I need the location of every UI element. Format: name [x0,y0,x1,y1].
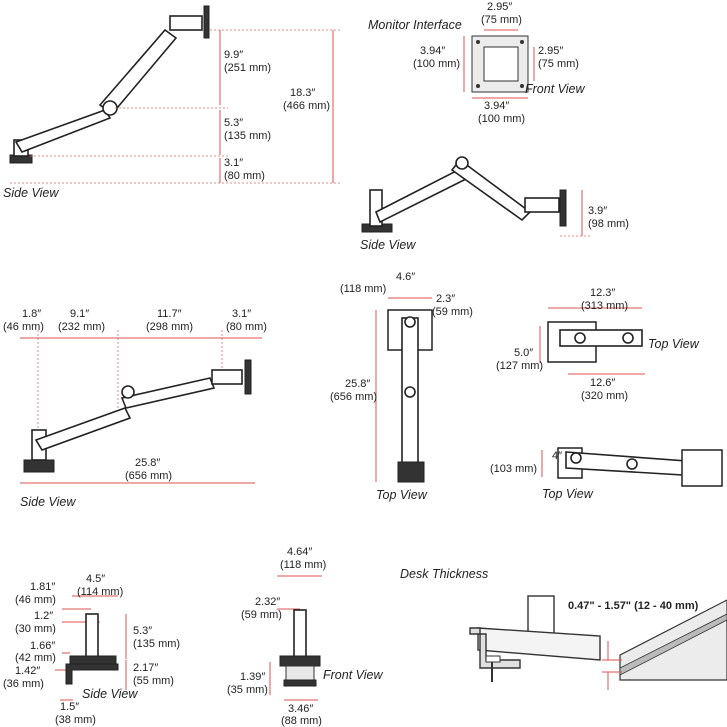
bf-half: 2.32″ [255,596,280,608]
t2-w2-mm: (320 mm) [581,390,628,402]
t2-w-mm: (313 mm) [581,300,628,312]
t3-h-mm: (103 mm) [490,463,537,475]
top-view-2 [539,307,645,375]
side-view-2 [361,156,590,237]
bs-c-mm: (42 mm) [15,652,56,664]
monitor-plate [463,29,535,99]
s3-d1-mm: (46 mm) [3,321,44,333]
bs-h: 5.3″ [133,625,152,637]
top-view-1 [375,297,433,483]
bs-c: 1.66″ [30,640,55,652]
front-view-label-1: Front View [525,82,585,96]
base-side-label: Side View [82,687,138,701]
t2-w: 12.3″ [590,287,615,299]
top3-label: Top View [542,487,594,501]
side1-mid-mm: (135 mm) [224,130,271,142]
mon-right-mm: (75 mm) [538,58,579,70]
s3-d3: 11.7″ [157,308,182,320]
bs-w: 4.5″ [86,573,105,585]
bs-d-mm: (36 mm) [3,678,44,690]
mon-bottom-mm: (100 mm) [478,113,525,125]
s3-total-mm: (656 mm) [125,470,172,482]
bf-half-mm: (59 mm) [241,609,282,621]
side2-h: 3.9″ [588,205,607,217]
side1-low-mm: (80 mm) [224,170,265,182]
desk-clamp-illustration [469,595,727,690]
s3-d2: 9.1″ [70,308,89,320]
mon-bottom: 3.94″ [484,100,509,112]
side1-upper-mm: (251 mm) [224,62,271,74]
bf-h-mm: (35 mm) [227,684,268,696]
t2-h-mm: (127 mm) [496,360,543,372]
bs-d: 1.42″ [15,665,40,677]
bs-h2-mm: (55 mm) [133,675,174,687]
bs-a-mm: (46 mm) [15,594,56,606]
desk-thickness-title: Desk Thickness [400,567,488,581]
side1-total: 18.3″ [290,87,315,99]
s3-d4: 3.1″ [232,308,251,320]
bs-bottom: 1.5″ [60,701,79,713]
base-side-view [55,595,127,701]
bf-w-mm: (118 mm) [280,559,326,571]
s3-d4-mm: (80 mm) [226,321,267,333]
base-front-label: Front View [323,668,383,682]
top1-label: Top View [376,488,428,502]
side1-upper: 9.9″ [224,49,243,61]
bf-w: 4.64″ [287,546,312,558]
monitor-interface-title: Monitor Interface [368,18,462,32]
base-front-view [269,575,322,701]
t1-half-mm: (59 mm) [432,306,473,318]
bf-bottom: 3.46″ [288,703,313,715]
t1-w: 4.6″ [396,271,415,283]
top-view-3 [541,447,723,487]
bf-bottom-mm: (88 mm) [281,715,322,727]
s3-d3-mm: (298 mm) [146,321,193,333]
side2-h-mm: (98 mm) [588,218,629,230]
t2-w2: 12.6″ [590,377,615,389]
mon-left-mm: (100 mm) [413,58,460,70]
side2-label: Side View [360,238,416,252]
t3-h: 4″ [552,450,562,462]
side1-mid: 5.3″ [224,117,243,129]
bs-bottom-mm: (38 mm) [55,714,96,726]
bs-b-mm: (30 mm) [15,623,56,635]
mon-top-mm: (75 mm) [481,14,522,26]
bs-w-mm: (114 mm) [77,586,123,598]
bs-a: 1.81″ [30,581,55,593]
t1-len: 25.8″ [345,378,370,390]
t1-half: 2.3″ [436,293,455,305]
side-view-3 [20,330,262,484]
mon-top: 2.95″ [487,1,512,13]
bs-h2: 2.17″ [133,662,158,674]
side1-label: Side View [3,186,59,200]
bf-h: 1.39″ [240,671,265,683]
mon-right: 2.95″ [538,45,563,57]
bs-h-mm: (135 mm) [133,638,180,650]
bs-b: 1.2″ [34,610,53,622]
side1-low: 3.1″ [224,157,243,169]
side1-total-mm: (466 mm) [283,100,330,112]
t1-w-mm: (118 mm) [340,283,386,295]
t2-h: 5.0″ [514,347,533,359]
top2-label: Top View [648,337,700,351]
s3-d1: 1.8″ [22,308,41,320]
mon-left: 3.94″ [420,45,445,57]
side3-label: Side View [20,495,76,509]
t1-len-mm: (656 mm) [330,391,377,403]
s3-total: 25.8″ [135,457,160,469]
desk-range: 0.47" - 1.57" (12 - 40 mm) [568,600,699,612]
s3-d2-mm: (232 mm) [58,321,105,333]
side-view-1 [9,5,340,184]
